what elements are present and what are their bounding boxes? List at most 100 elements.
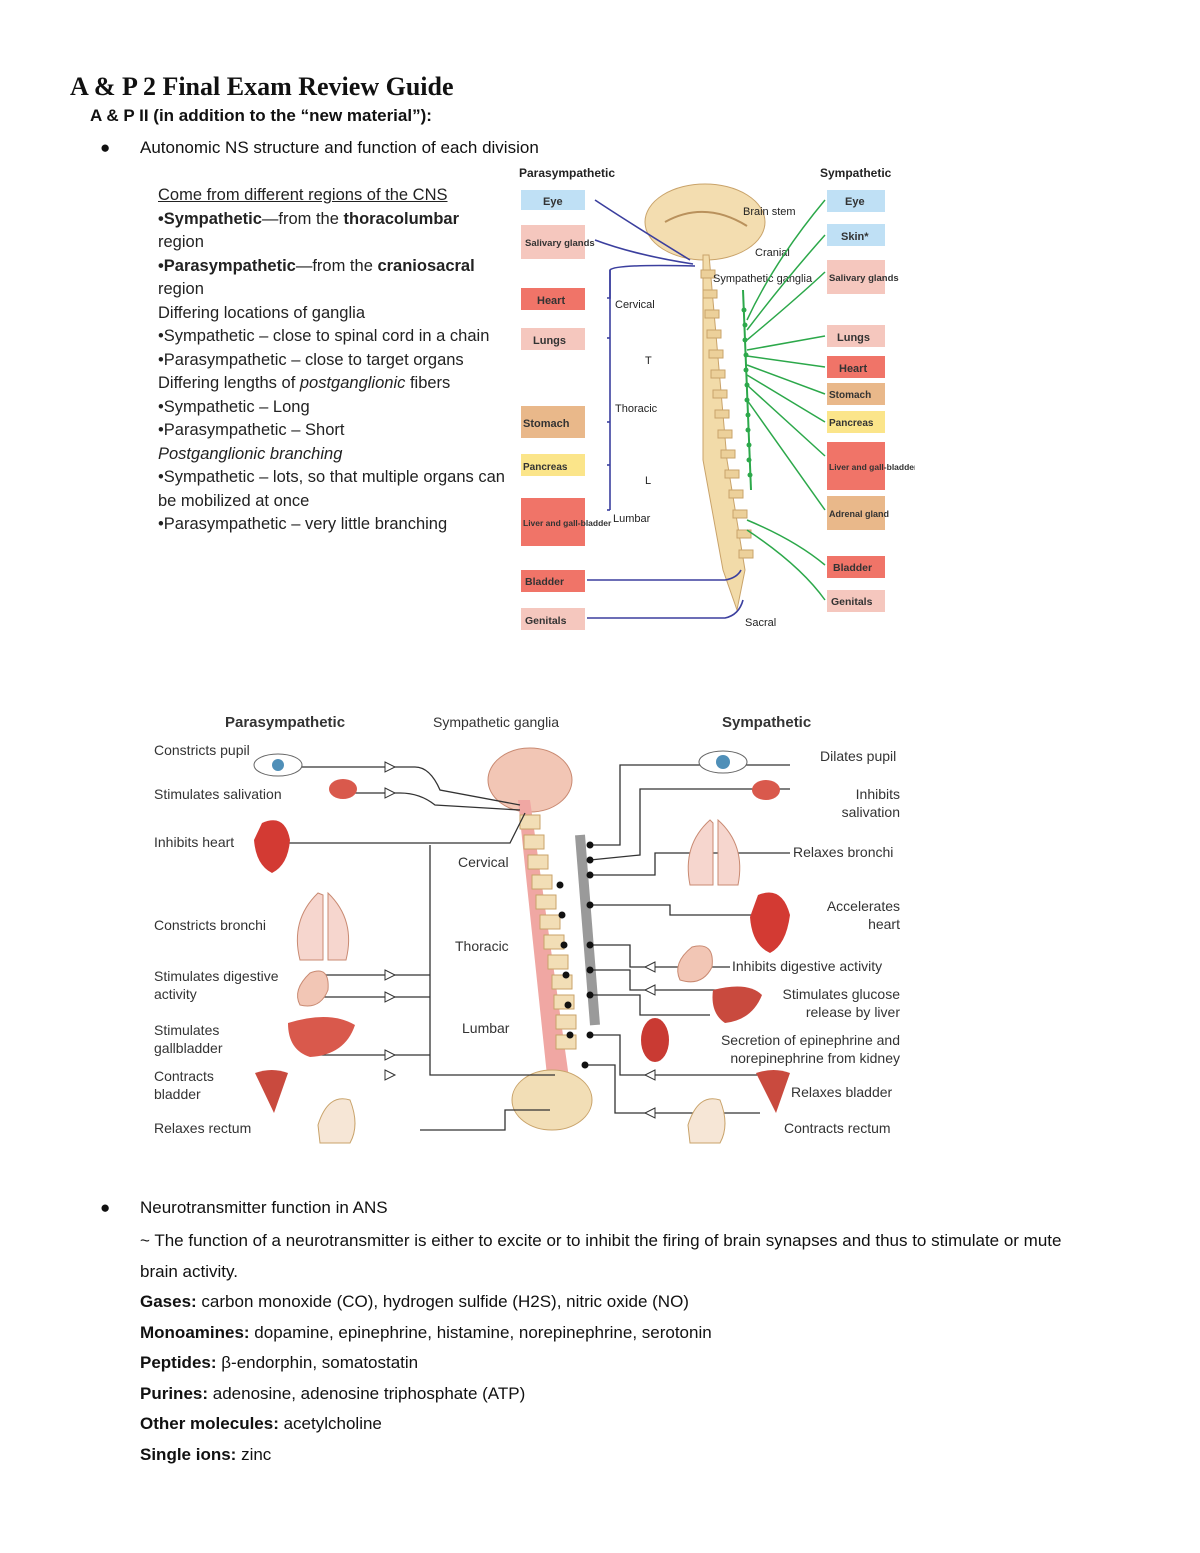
symp-effect-heart-wrap: Accelerates heart [826,898,900,932]
label-cranial: Cranial [755,247,790,259]
ans-effects-diagram: Parasympathetic Sympathetic ganglia Symp… [154,714,900,1144]
symp-effect-salivation-wrap: Inhibits salivation [841,786,900,820]
effects-region-cervical: Cervical [458,854,509,870]
symp-organ-adrenal: Adrenal gland [829,509,889,519]
vertebrae [700,269,754,559]
symp-effect-bladder: Relaxes bladder [791,1084,893,1100]
symp-organ-bladder: Bladder [833,562,872,574]
box [521,570,585,592]
effects-para-labels: Constricts pupil Stimulates salivation I… [154,742,282,1136]
symp-effect-pupil: Dilates pupil [820,748,896,764]
note-line: •Parasympathetic – close to target organ… [158,350,464,369]
symp-organ-boxes: Eye Skin* Salivary glands Lungs Heart St… [827,190,915,612]
label-cervical: Cervical [615,299,655,311]
nt-row: Monoamines: dopamine, epinephrine, hista… [140,1322,712,1342]
note-line: Postganglionic branching [158,444,343,463]
box [521,498,585,546]
box [827,496,885,530]
symp-organ-lungs: Lungs [837,332,870,344]
symp-nerve-lines [746,199,826,601]
symp-organ-pancreas: Pancreas [829,418,874,429]
document-title: A & P 2 Final Exam Review Guide [70,72,454,101]
para-organ-heart: Heart [537,295,565,307]
note-line: •Parasympathetic—from the craniosacral [158,256,475,275]
label-sacral: Sacral [745,617,776,629]
para-effect-heart: Inhibits heart [154,834,234,850]
effects-vertebrae [519,814,577,1050]
rectum-icon [687,1098,726,1144]
salivary-gland-icon [752,780,780,800]
box [521,190,585,210]
nt-row: Single ions: zinc [140,1444,272,1464]
symp-organ-eye: Eye [845,196,865,208]
bladder-icon [255,1070,288,1113]
note-line: Come from different regions of the CNS [158,186,448,204]
label-t: T [645,355,652,367]
para-organ-pancreas: Pancreas [523,462,568,473]
heart-icon [750,892,790,953]
effects-symp-heading: Sympathetic [722,714,811,731]
box [827,442,885,490]
para-organ-boxes: Eye Salivary glands Heart Lungs Stomach … [521,190,612,630]
nt-row: Gases: carbon monoxide (CO), hydrogen su… [140,1292,689,1311]
box [521,328,585,350]
box [827,556,885,578]
para-effect-bronchi: Constricts bronchi [154,917,266,933]
lungs-icon [296,892,324,961]
symp-effect-liver-wrap: Stimulates glucose release by liver [782,986,900,1020]
box [827,356,885,378]
symp-organ-genitals: Genitals [831,596,873,608]
symp-effect-rectum: Contracts rectum [784,1120,891,1136]
box [521,288,585,310]
effects-organ-icons [253,750,790,1144]
bullet-text: Autonomic NS structure and function of e… [140,138,539,157]
para-effect-gallbladder: Stimulates gallbladder [154,1022,223,1056]
brain-fold [664,211,748,227]
note-line: region [158,280,204,298]
para-effect-salivation: Stimulates salivation [154,786,282,802]
symp-effect-salivation: Inhibits salivation [841,786,900,820]
heart-icon [254,820,290,873]
para-effect-rectum: Relaxes rectum [154,1120,251,1136]
brain-shape [644,183,766,261]
liver-icon [712,986,762,1023]
bladder-icon [756,1070,790,1113]
para-effect-bladder: Contracts bladder [154,1068,214,1102]
box [827,260,885,294]
note-line: •Parasympathetic – Short [158,421,345,439]
bullet-neurotransmitter: ●Neurotransmitter function in ANS [100,1198,388,1218]
eye-icon [716,755,730,769]
effects-ganglia-heading: Sympathetic ganglia [433,714,559,730]
symp-effect-bronchi: Relaxes bronchi [793,844,893,860]
box [827,590,885,612]
ans-notes: Come from different regions of the CNS •… [158,184,508,537]
symp-effect-digestive: Inhibits digestive activity [732,958,882,974]
note-line: •Sympathetic—from the thoracolumbar [158,209,460,228]
symp-organ-stomach: Stomach [829,390,871,401]
box [827,224,885,246]
salivary-gland-icon [329,779,357,799]
effects-ganglia-markers [384,761,656,1119]
box [827,325,885,347]
bullet-dot-icon: ● [100,1198,111,1217]
para-heading: Parasympathetic [519,166,615,180]
label-brain-stem: Brain stem [743,206,796,218]
para-organ-salivary: Salivary glands [525,238,595,249]
box [521,454,585,476]
bullet-ans-structure: ● Autonomic NS structure and function of … [100,138,539,158]
symp-effect-heart: Accelerates heart [826,898,900,932]
box [827,383,885,405]
nt-row: Peptides: β-endorphin, somatostatin [140,1353,419,1372]
para-organ-eye: Eye [543,196,563,208]
lungs-icon [717,818,741,886]
note-line: •Sympathetic – close to spinal cord in a… [158,327,490,345]
para-effect-digestive: Stimulates digestive activity [154,968,279,1002]
bullet-dot-icon: ● [100,138,111,157]
effects-sacrum [511,1069,593,1131]
neurotransmitter-section: ~ The function of a neurotransmitter is … [140,1226,1100,1470]
label-l: L [645,475,651,487]
symp-heading: Sympathetic [820,166,892,180]
symp-effect-kidney-wrap: Secretion of epinephrine and norepinephr… [721,1032,900,1066]
para-organ-bladder: Bladder [525,576,564,588]
effects-region-lumbar: Lumbar [462,1020,510,1036]
